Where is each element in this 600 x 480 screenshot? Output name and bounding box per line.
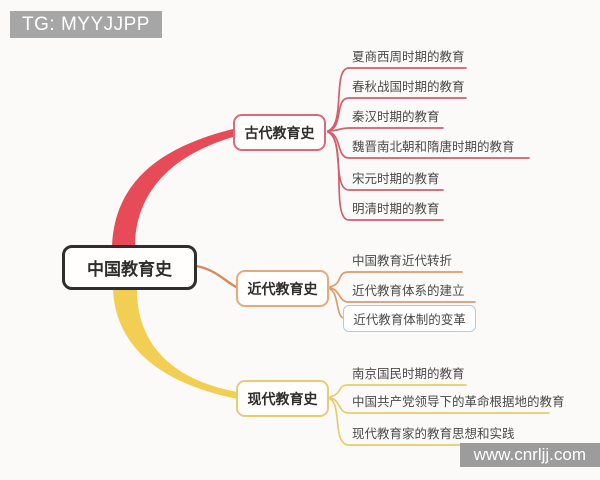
leaf-node[interactable]: 明清时期的教育 xyxy=(352,202,440,216)
leaf-node[interactable]: 魏晋南北朝和隋唐时期的教育 xyxy=(352,140,515,154)
watermark-bottom-right: www.cnrljj.com xyxy=(459,443,600,467)
connector-modern-1 xyxy=(329,271,463,288)
modern-child-connectors xyxy=(329,271,476,319)
root-node[interactable]: 中国教育史 xyxy=(62,245,197,290)
leaf-node-selected[interactable]: 近代教育体制的变革 xyxy=(343,305,476,332)
connector-contemporary-1 xyxy=(329,384,467,398)
ancient-child-connectors xyxy=(327,67,530,221)
leaf-node[interactable]: 现代教育家的教育思想和实践 xyxy=(352,427,515,441)
leaf-node[interactable]: 中国教育近代转折 xyxy=(352,254,453,268)
branch-curve-modern xyxy=(194,264,238,289)
leaf-node[interactable]: 近代教育体系的建立 xyxy=(352,284,465,298)
branch-node-ancient[interactable]: 古代教育史 xyxy=(233,114,326,151)
leaf-node[interactable]: 宋元时期的教育 xyxy=(352,172,440,186)
branch-curve-contemporary xyxy=(113,290,238,399)
connector-contemporary-3 xyxy=(329,398,522,446)
connector-ancient-3 xyxy=(327,127,444,132)
leaf-node[interactable]: 秦汉时期的教育 xyxy=(352,110,440,124)
watermark-top-left: TG: MYYJJPP xyxy=(10,11,162,38)
branch-node-contemporary[interactable]: 现代教育史 xyxy=(236,380,329,417)
leaf-node[interactable]: 夏商西周时期的教育 xyxy=(352,50,465,64)
contemporary-child-connectors xyxy=(329,384,550,446)
connector-ancient-2 xyxy=(327,97,467,132)
connector-ancient-6 xyxy=(327,131,444,221)
branch-curve-ancient xyxy=(112,129,233,247)
connector-ancient-1 xyxy=(327,67,467,132)
leaf-node[interactable]: 中国共产党领导下的革命根据地的教育 xyxy=(352,395,565,409)
connector-modern-2 xyxy=(329,287,476,303)
leaf-node[interactable]: 春秋战国时期的教育 xyxy=(352,80,465,94)
leaf-node[interactable]: 南京国民时期的教育 xyxy=(352,367,465,381)
branch-node-modern[interactable]: 近代教育史 xyxy=(236,270,329,307)
connector-contemporary-2 xyxy=(329,397,550,414)
connector-modern-3 xyxy=(329,288,345,319)
